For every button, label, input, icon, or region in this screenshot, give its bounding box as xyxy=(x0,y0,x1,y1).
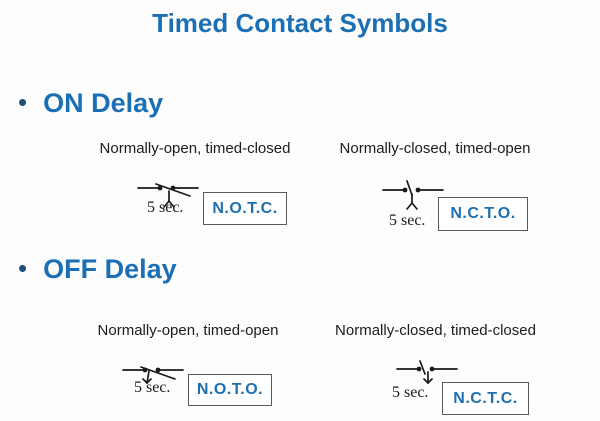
noto-time: 5 sec. xyxy=(134,379,171,396)
section-heading-on-delay: • ON Delay xyxy=(18,88,163,119)
notc-time: 5 sec. xyxy=(147,199,184,216)
normally-closed-timed-open-contact-icon xyxy=(382,180,444,210)
bullet-icon: • xyxy=(18,252,28,283)
section-heading-off-delay: • OFF Delay xyxy=(18,254,177,285)
page-title: Timed Contact Symbols xyxy=(152,8,448,38)
nctc-time: 5 sec. xyxy=(392,384,429,401)
normally-open-timed-closed-contact-icon xyxy=(137,183,199,208)
normally-open-timed-open-contact-icon xyxy=(122,366,184,384)
ncto-box: N.C.T.O. xyxy=(438,197,528,231)
normally-closed-timed-closed-contact-icon xyxy=(396,360,458,384)
ncto-label: Normally-closed, timed-open xyxy=(339,140,531,157)
ncto-abbr: N.C.T.O. xyxy=(450,205,516,222)
noto-abbr: N.O.T.O. xyxy=(196,381,264,398)
noto-label: Normally-open, timed-open xyxy=(97,322,279,339)
noto-box: N.O.T.O. xyxy=(188,374,272,406)
bullet-icon: • xyxy=(18,86,28,117)
notc-label: Normally-open, timed-closed xyxy=(99,140,291,157)
off-delay-heading: OFF Delay xyxy=(43,254,177,284)
nctc-box: N.C.T.C. xyxy=(442,382,529,415)
notc-abbr: N.O.T.C. xyxy=(212,199,278,217)
ncto-time: 5 sec. xyxy=(389,212,426,229)
on-delay-heading: ON Delay xyxy=(43,88,164,118)
nctc-abbr: N.C.T.C. xyxy=(453,389,518,407)
notc-box: N.O.T.C. xyxy=(203,192,287,225)
nctc-label: Normally-closed, timed-closed xyxy=(335,322,536,339)
